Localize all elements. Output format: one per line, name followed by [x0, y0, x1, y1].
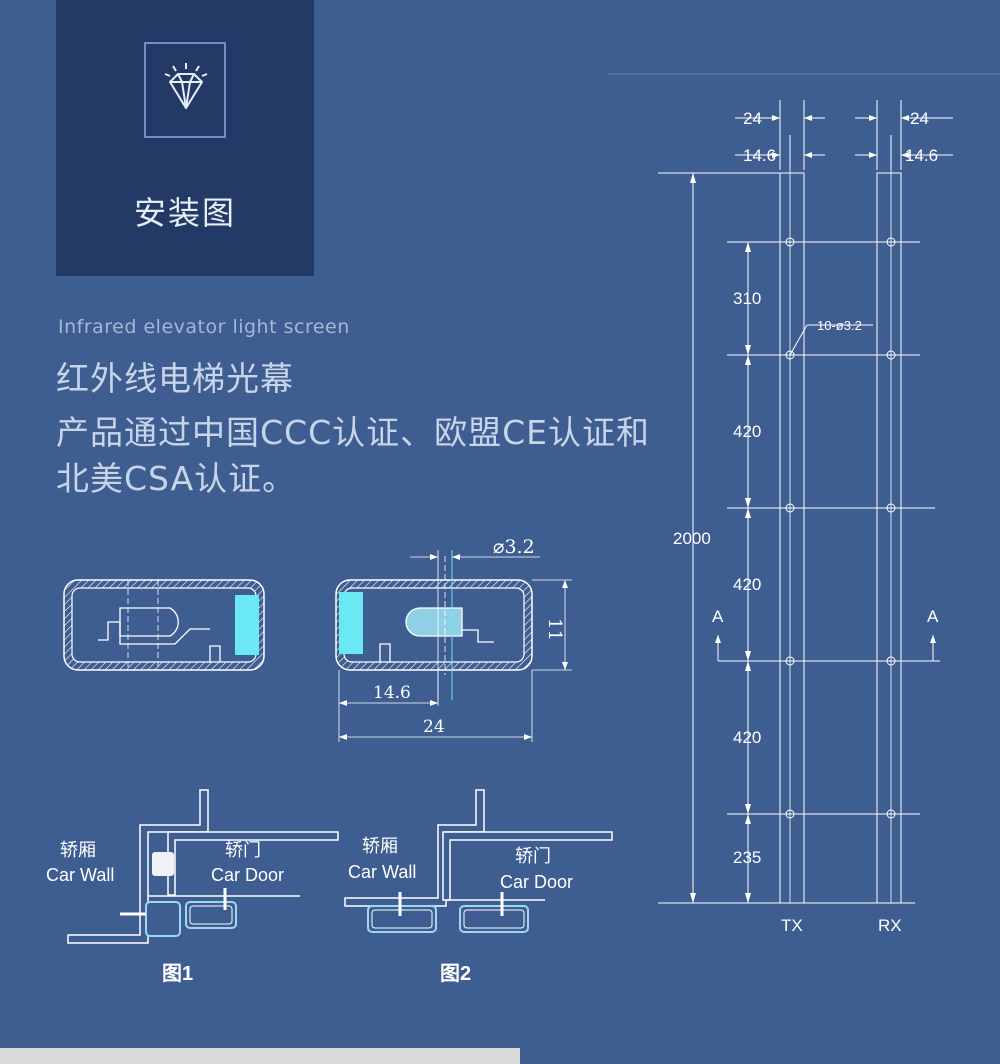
- certification-description: 产品通过中国CCC认证、欧盟CE认证和北美CSA认证。: [56, 413, 651, 498]
- fig2-wall-cn: 轿厢: [362, 836, 398, 856]
- dim-height: 11: [544, 618, 565, 641]
- bracket-block: [152, 852, 174, 876]
- page-title: 安装图: [133, 194, 236, 232]
- profile-right: ⌀3.2 11 14.6 24: [335, 536, 572, 742]
- header-box: 安装图: [56, 0, 314, 276]
- rx-label: RX: [878, 916, 902, 935]
- dim-total-height: 2000: [673, 529, 711, 548]
- dim-outer-width: 24: [423, 717, 445, 737]
- install-figure-2: 轿厢 Car Wall 轿门 Car Door 图2: [344, 789, 613, 985]
- fig1-door-cn: 轿门: [225, 840, 261, 860]
- icon-frame: [144, 42, 226, 138]
- holes-label: 10-ø3.2: [817, 318, 862, 333]
- subtitle-english: Infrared elevator light screen: [58, 316, 350, 338]
- dim-width-inner-right: 14.6: [905, 146, 938, 165]
- dim-width-outer-left: 24: [743, 109, 762, 128]
- fig2-wall-en: Car Wall: [348, 862, 416, 882]
- fig1-caption: 图1: [162, 962, 193, 985]
- dim-width-inner-left: 14.6: [743, 146, 776, 165]
- spacing-3: 420: [733, 575, 761, 594]
- dim-inner-width: 14.6: [373, 683, 411, 703]
- profile-sections: ⌀3.2 11 14.6 24: [63, 536, 572, 742]
- fig2-caption: 图2: [440, 962, 471, 985]
- lens-cyan-right: [339, 592, 363, 654]
- tx-label: TX: [781, 916, 803, 935]
- spacing-2: 420: [733, 422, 761, 441]
- section-mark-left: A: [712, 607, 724, 626]
- lens-cyan-left: [235, 595, 259, 655]
- product-title: 红外线电梯光幕: [56, 359, 294, 398]
- section-mark-right: A: [927, 607, 939, 626]
- spacing-4: 420: [733, 728, 761, 747]
- profile-left: [63, 579, 265, 671]
- fig2-door-en: Car Door: [500, 872, 573, 892]
- fig1-wall-cn: 轿厢: [60, 840, 96, 860]
- dim-width-outer-right: 24: [910, 109, 929, 128]
- technical-drawing: 24 24 14.6 14.6 2000 10-ø3.2 310 420 420…: [658, 100, 953, 935]
- dim-diameter: ⌀3.2: [493, 536, 535, 558]
- fig1-door-en: Car Door: [211, 865, 284, 885]
- fig2-door-cn: 轿门: [515, 846, 551, 866]
- fig1-wall-en: Car Wall: [46, 865, 114, 885]
- spacing-1: 310: [733, 289, 761, 308]
- diamond-icon: [164, 63, 208, 109]
- divider-line: [607, 73, 1000, 75]
- spacing-5: 235: [733, 848, 761, 867]
- install-figures: 轿厢 Car Wall 轿门 Car Door 图1 轿厢 Car Wall 轿…: [46, 789, 613, 985]
- bottom-strip: [0, 1048, 520, 1064]
- install-figure-1: 轿厢 Car Wall 轿门 Car Door 图1: [46, 789, 339, 985]
